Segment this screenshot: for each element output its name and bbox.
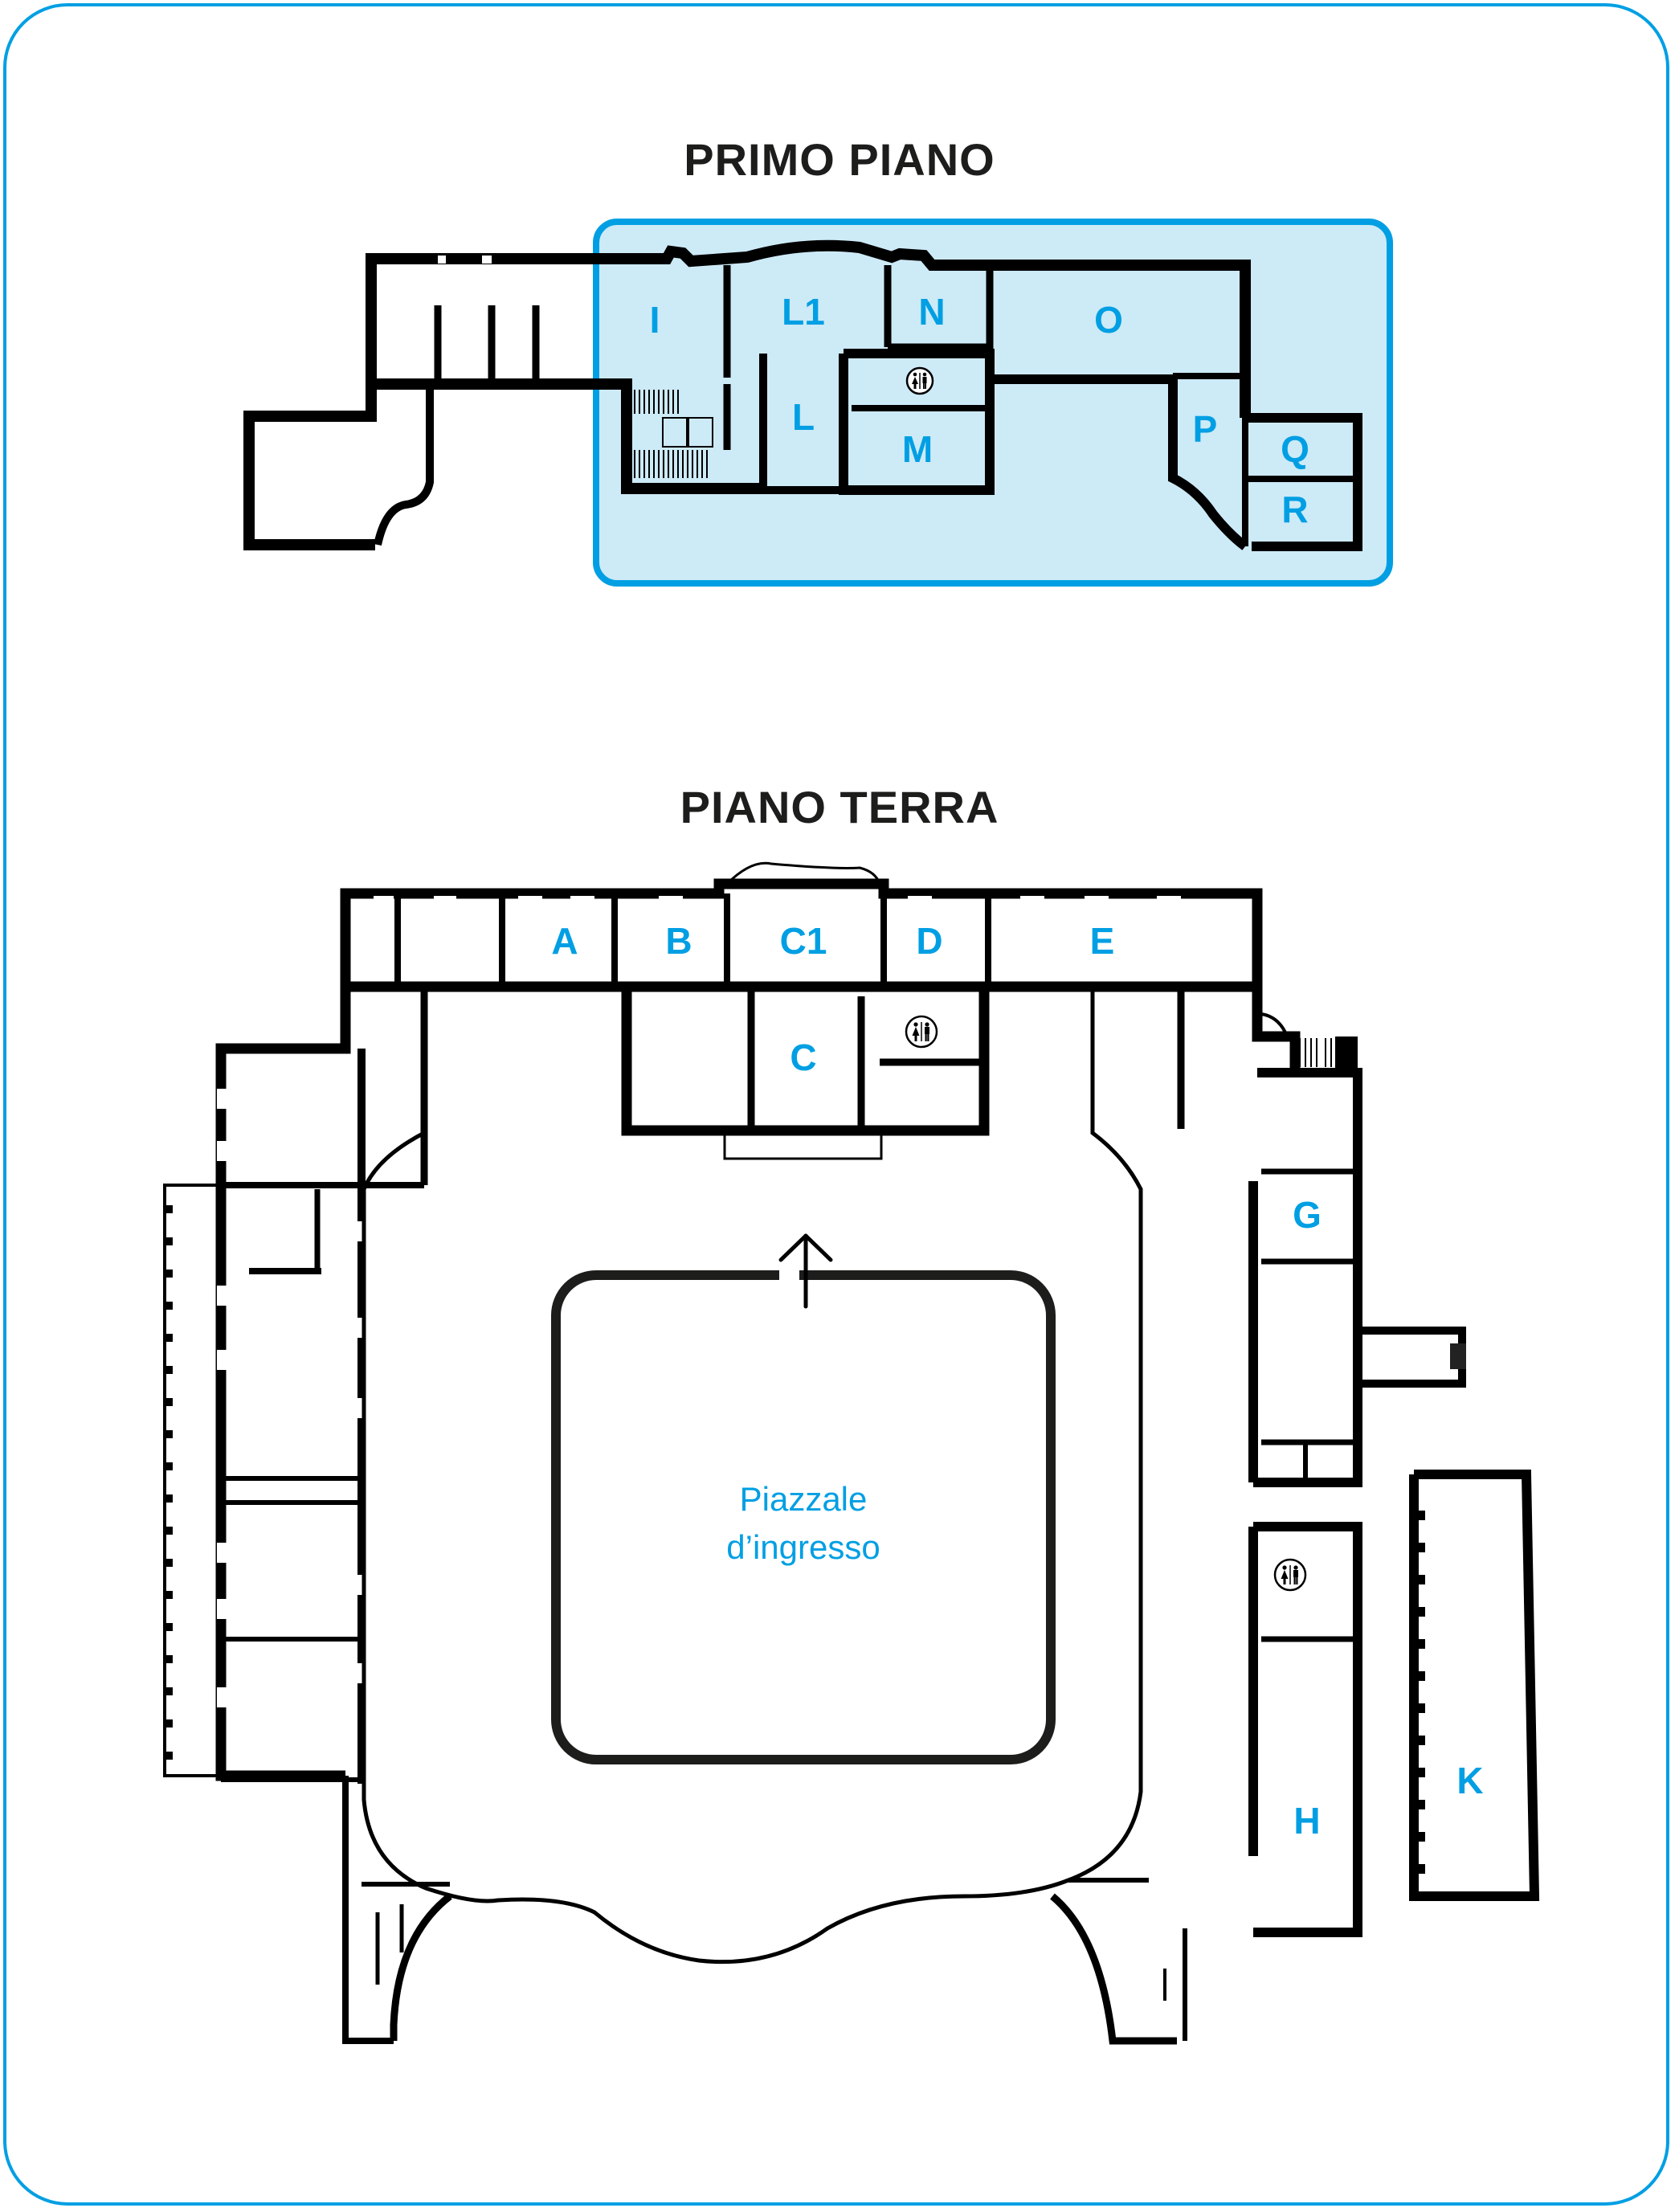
primo-piano-walls [596,239,1362,551]
room-label-C1[interactable]: C1 [780,920,827,962]
entrance-arrow-icon [778,1233,833,1309]
room-label-Q[interactable]: Q [1281,428,1309,470]
room-label-I[interactable]: I [650,299,660,341]
room-label-B[interactable]: B [665,920,692,962]
staircase-icon [634,390,713,478]
room-label-R[interactable]: R [1281,489,1308,530]
piazzale-label-line1: Piazzale [740,1480,868,1518]
restroom-icon [905,366,934,395]
room-label-M[interactable]: M [902,428,933,470]
primo-piano-plan: I L1 N O L M P Q R [243,219,1393,587]
piano-terra-plan: A B C1 D E C G H K Piazzale d’ingresso [163,861,1540,2045]
room-label-A[interactable]: A [551,920,578,962]
restroom-icon [905,1015,938,1049]
restroom-icon [1273,1558,1307,1592]
room-label-G[interactable]: G [1293,1194,1322,1236]
room-label-D[interactable]: D [916,920,942,962]
room-label-P[interactable]: P [1193,408,1218,450]
room-label-L1[interactable]: L1 [782,291,825,333]
room-label-O[interactable]: O [1094,299,1123,341]
floor-title-primo-piano: PRIMO PIANO [684,134,995,185]
room-label-E[interactable]: E [1090,920,1115,962]
room-label-C[interactable]: C [790,1036,816,1078]
piano-terra-walls [163,861,1540,2045]
room-label-K[interactable]: K [1456,1760,1483,1801]
floor-title-piano-terra: PIANO TERRA [680,782,999,832]
room-label-L[interactable]: L [792,396,815,438]
piazzale-outline[interactable] [551,1270,1056,1764]
piazzale-label-line2: d’ingresso [726,1528,880,1566]
room-label-H[interactable]: H [1293,1800,1320,1842]
primo-piano-left-wing [243,253,596,550]
room-label-N[interactable]: N [918,291,945,333]
map-frame [3,3,1669,2206]
